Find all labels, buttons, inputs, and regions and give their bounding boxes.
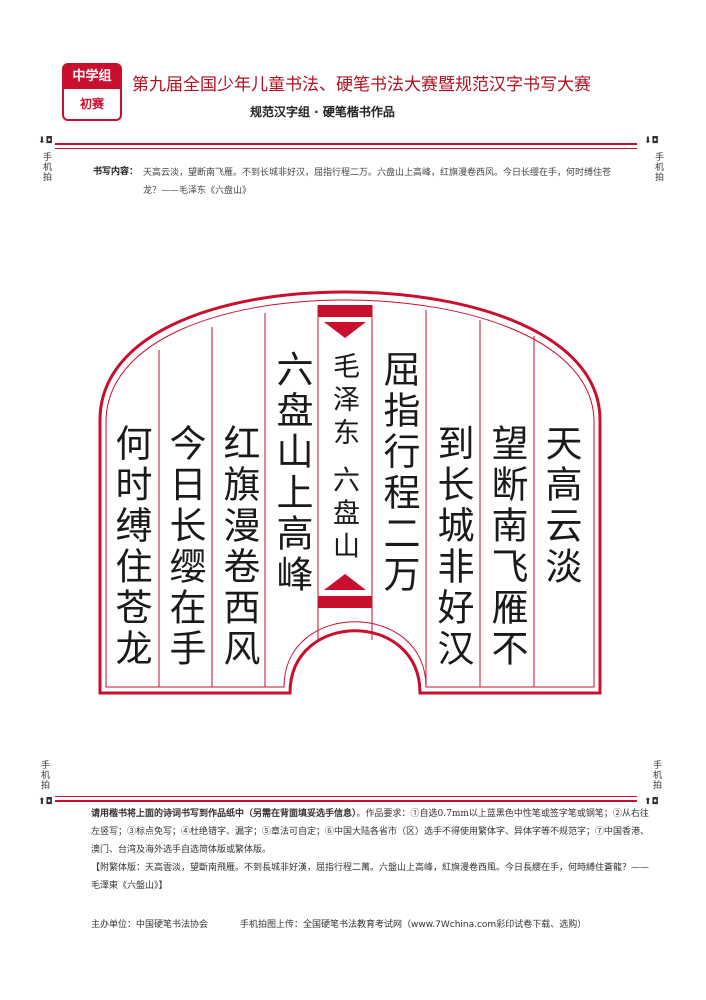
page-subtitle: 规范汉字组 · 硬笔楷书作品 [250, 105, 395, 119]
photo-mark-left-bottom: 手机拍 [39, 760, 49, 790]
photo-mark-right: 手机拍 [653, 152, 663, 182]
poem-column-6: 红旗漫卷西风 [217, 424, 260, 670]
instructions-traditional: 【附繁体版：天高雲淡，望斷南飛雁。不到長城非好漢，屈指行程二萬。六盤山上高峰，紅… [91, 863, 650, 891]
camera-icon: ⬇◘ [38, 136, 53, 146]
instructions: 请用楷书将上面的诗词书写到作品纸中（另需在背面填妥选手信息）。作品要求：①自选0… [91, 805, 651, 895]
signature-column: 毛泽东 六盘山 [328, 352, 359, 565]
camera-icon: ⬆◘ [644, 797, 659, 807]
top-rule [55, 143, 637, 145]
group-badge: 中学组 初赛 [62, 63, 122, 121]
instructions-body: 。作品要求：①自选0.7mm以上蓝黑色中性笔或签字笔或钢笔；②从右往左竖写；③标… [91, 809, 650, 855]
poem-column-8: 何时缚住苍龙 [109, 424, 152, 670]
instructions-lead: 请用楷书将上面的诗词书写到作品纸中（另需在背面填妥选手信息） [91, 809, 357, 819]
bottom-rule-thin [55, 796, 637, 797]
photo-mark-right-bottom: 手机拍 [651, 760, 661, 790]
content-text: 天高云淡，望断南飞雁。不到长城非好汉，屈指行程二万。六盘山上高峰，红旗漫卷西风。… [143, 168, 612, 196]
poem-column-1: 天高云淡 [539, 424, 582, 588]
bottom-rule [55, 800, 637, 802]
poem-column-4: 屈指行程二万 [377, 350, 420, 596]
camera-icon: ⬇◘ [644, 136, 659, 146]
organizer: 主办单位：中国硬笔书法协会 [91, 920, 209, 930]
poem-column-5: 六盘山上高峰 [270, 350, 313, 596]
page-title: 第九届全国少年儿童书法、硬笔书法大赛暨规范汉字书写大赛 [132, 75, 591, 95]
top-rule-thin [55, 148, 637, 149]
poem-column-3: 到长城非好汉 [431, 424, 474, 670]
upload-info: 手机拍图上传：全国硬笔书法教育考试网（www.7Wchina.com彩印试卷下载… [240, 920, 587, 930]
content-label: 书写内容： [93, 167, 139, 177]
poem-column-7: 今日长缨在手 [163, 424, 206, 670]
camera-icon: ⬆◘ [38, 797, 53, 807]
photo-mark-left: 手机拍 [41, 152, 51, 182]
poem-column-2: 望断南飞雁不 [485, 424, 528, 670]
badge-round-label: 初赛 [79, 97, 104, 111]
badge-group-label: 中学组 [64, 65, 120, 89]
